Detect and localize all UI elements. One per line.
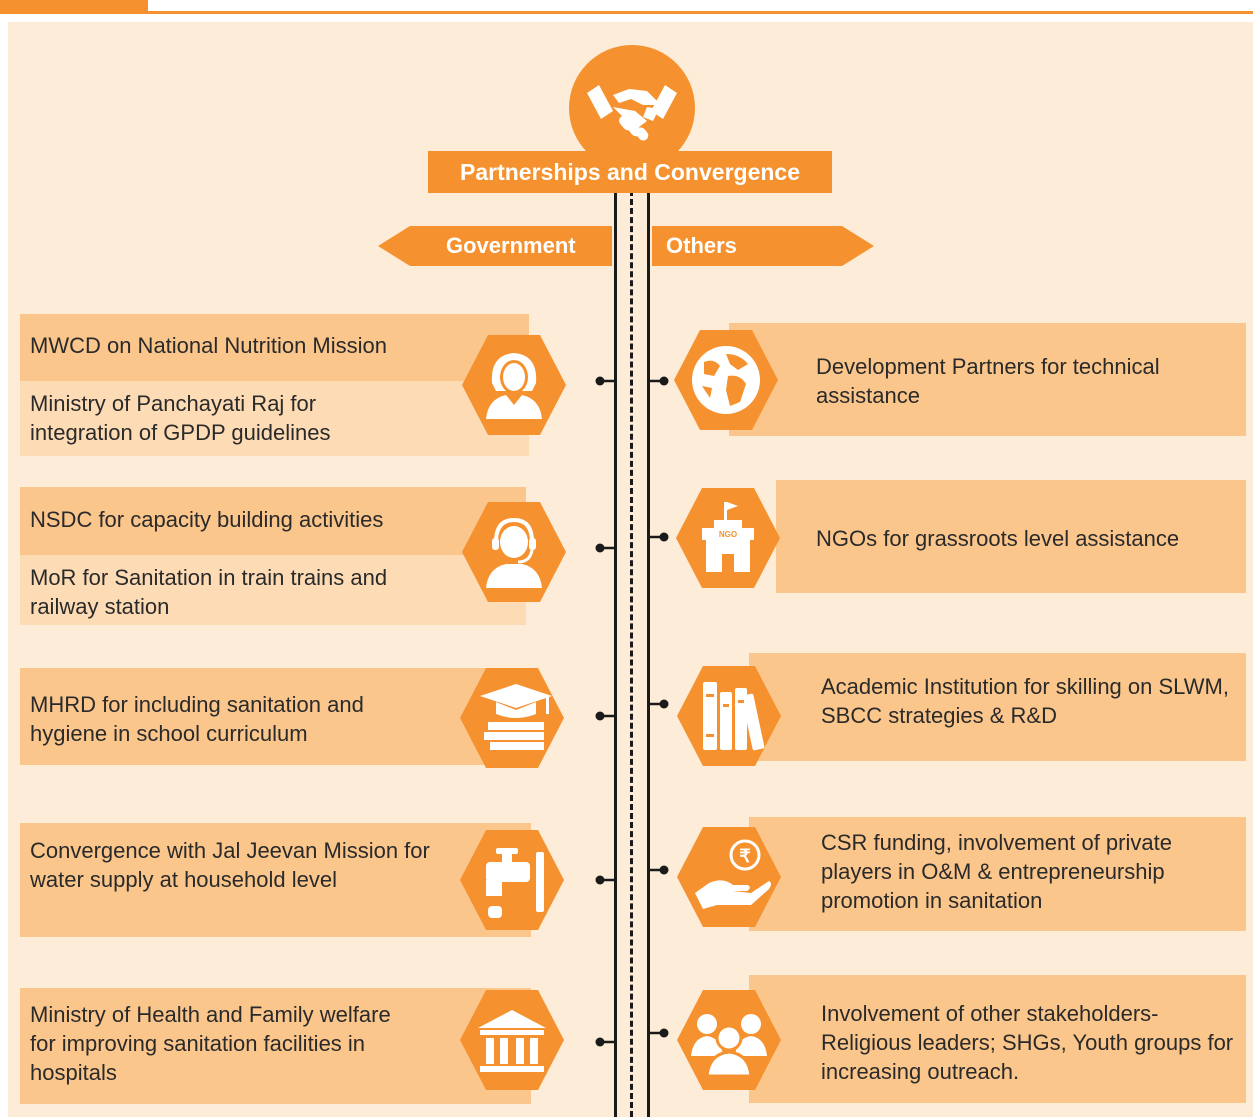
government-arrow: Government [378, 226, 612, 266]
government-item-text: Convergence with Jal Jeevan Mission for … [30, 838, 430, 892]
others-item-text: NGOs for grassroots level assistance [816, 526, 1180, 551]
government-item-box [20, 487, 526, 555]
government-item-text: Ministry of Panchayati Raj for integrati… [30, 391, 331, 445]
others-label: Others [666, 233, 737, 258]
others-item-box [776, 480, 1246, 593]
government-item-text: MWCD on National Nutrition Mission [30, 333, 387, 358]
government-item-box [20, 823, 531, 937]
government-label: Government [446, 233, 576, 258]
government-item-text: NSDC for capacity building activities [30, 507, 384, 532]
government-building-icon [460, 990, 564, 1090]
others-item-text: Development Partners for technical assis… [816, 354, 1160, 408]
handshake-icon [569, 45, 695, 171]
others-item-box [749, 653, 1246, 761]
government-item-box [20, 381, 529, 456]
government-item-box [20, 988, 531, 1104]
others-arrow: Others [652, 226, 874, 266]
others-item-text: CSR funding, involvement of private play… [821, 830, 1172, 913]
top-accent-bar [0, 0, 1253, 14]
diagram-title: Partnerships and Convergence [428, 151, 832, 193]
graduation-books-icon [460, 668, 564, 768]
government-item-text: MoR for Sanitation in train trains and r… [30, 565, 388, 619]
books-icon [677, 666, 781, 766]
government-item-text: Ministry of Health and Family welfare fo… [30, 1002, 391, 1085]
others-item-text: Academic Institution for skilling on SLW… [821, 674, 1229, 728]
others-item-box [749, 817, 1246, 931]
ngo-badge: NGO [719, 530, 737, 539]
government-item-box [20, 668, 531, 765]
government-item-box [20, 314, 529, 381]
globe-icon [674, 330, 778, 430]
ngo-building-icon: NGO [676, 488, 780, 588]
others-item-box [749, 975, 1246, 1103]
others-item-box [729, 323, 1246, 436]
headset-person-icon [462, 502, 566, 602]
government-item-text: MHRD for including sanitation and hygien… [30, 692, 364, 746]
rupee-badge: ₹ [739, 846, 751, 866]
woman-icon [462, 335, 566, 435]
people-group-icon [677, 990, 781, 1090]
government-item-box [20, 555, 526, 625]
central-spine [614, 190, 650, 1117]
rupee-hand-icon: ₹ [677, 827, 781, 927]
others-item-text: Involvement of other stakeholders- Relig… [821, 1001, 1234, 1084]
water-tap-icon [460, 830, 564, 930]
